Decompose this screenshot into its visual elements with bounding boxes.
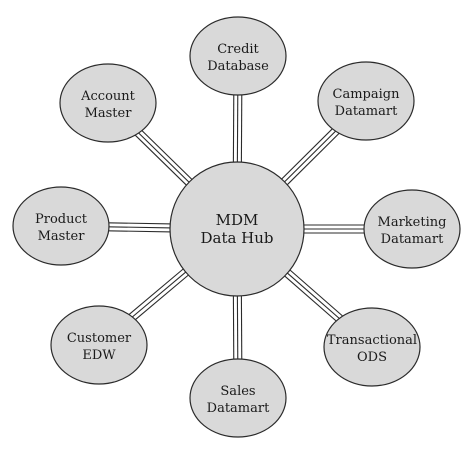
connector-line-1 [279, 126, 335, 181]
connector-line-1 [133, 273, 191, 322]
node-ellipse-customer-edw [50, 305, 148, 385]
connector-campaign-datamart [279, 126, 341, 187]
node-ellipse-account-master [59, 63, 157, 143]
connectors [106, 92, 366, 362]
hub-node: MDM Data Hub [169, 161, 305, 297]
node-ellipse-campaign-datamart [317, 61, 415, 141]
hub-label-line1: MDM [216, 211, 259, 229]
node-label-line1-campaign-datamart: Campaign [333, 87, 401, 102]
node-ellipse-marketing-datamart [363, 189, 461, 269]
node-ellipse-product-master [12, 186, 110, 266]
node-label-line1-transactional-ods: Transactional [327, 333, 417, 348]
node-label-line1-credit-database: Credit [217, 42, 259, 57]
connector-line-1 [106, 230, 172, 233]
connector-line-3 [127, 267, 186, 316]
node-label-line1-marketing-datamart: Marketing [378, 215, 447, 230]
connector-line-3 [107, 222, 173, 225]
connector-product-master [106, 222, 173, 233]
node-label-line2-credit-database: Database [207, 59, 269, 74]
node-label-line1-customer-edw: Customer [67, 331, 132, 346]
node-ellipse-transactional-ods [323, 307, 421, 387]
node-label-line2-marketing-datamart: Datamart [381, 232, 444, 247]
connector-line-3 [285, 132, 341, 187]
connector-line-2 [130, 270, 188, 319]
node-label-line2-customer-edw: EDW [82, 348, 116, 363]
connector-line-1 [134, 134, 189, 187]
node-label-line2-product-master: Master [38, 229, 86, 244]
connector-line-2 [136, 131, 191, 184]
satellite-nodes: CreditDatabaseCampaignDatamartMarketingD… [12, 16, 461, 438]
node-ellipse-sales-datamart [189, 358, 287, 438]
node-label-line2-transactional-ods: ODS [357, 350, 387, 365]
hub-label-line2: Data Hub [200, 229, 273, 247]
node-label-line1-sales-datamart: Sales [220, 384, 255, 399]
hub-circle [169, 161, 305, 297]
connector-line-2 [282, 129, 338, 184]
node-label-line2-sales-datamart: Datamart [207, 401, 270, 416]
node-ellipse-credit-database [189, 16, 287, 96]
connector-account-master [134, 128, 194, 187]
connector-line-2 [106, 226, 173, 229]
connector-line-3 [282, 274, 339, 324]
connector-line-2 [285, 271, 342, 321]
connector-line-3 [139, 128, 194, 182]
node-label-line1-account-master: Account [80, 89, 136, 104]
connector-sales-datamart [232, 293, 243, 362]
node-label-line2-account-master: Master [85, 106, 133, 121]
connector-customer-edw [127, 267, 191, 322]
connector-credit-database [232, 92, 243, 165]
connector-marketing-datamart [302, 224, 366, 234]
connector-transactional-ods [282, 268, 344, 324]
node-label-line2-campaign-datamart: Datamart [335, 104, 398, 119]
node-label-line1-product-master: Product [35, 212, 88, 227]
connector-line-1 [288, 268, 344, 318]
